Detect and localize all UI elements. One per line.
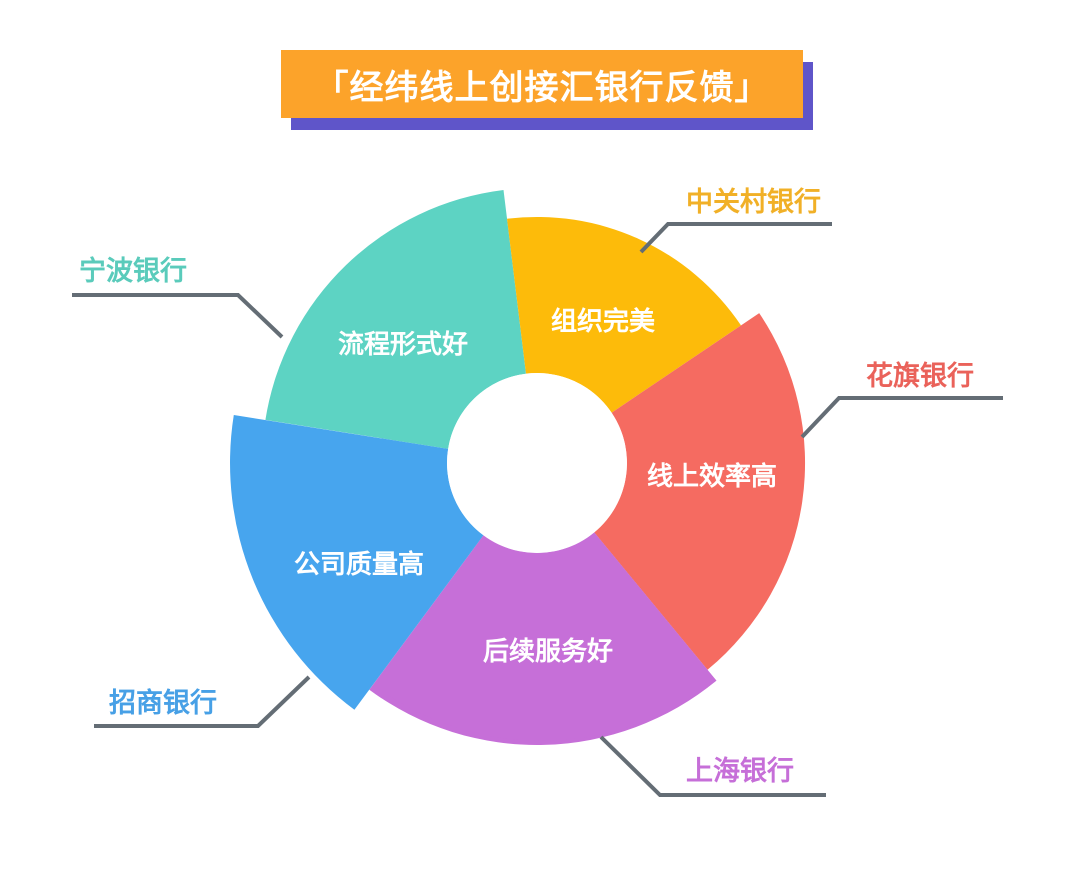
leader-line-zhongguancun <box>639 222 832 254</box>
bank-label-shanghai: 上海银行 <box>686 755 794 787</box>
segment-label-citi: 线上效率高 <box>647 461 777 492</box>
segment-ningbo <box>265 190 526 449</box>
chart-title: 「经纬线上创接汇银行反馈」 <box>314 67 770 108</box>
segment-label-zhaoshang: 公司质量高 <box>294 549 424 580</box>
bank-label-zhaoshang: 招商银行 <box>109 687 217 719</box>
segment-shanghai-overlay <box>375 532 717 741</box>
donut-hole <box>447 373 627 553</box>
segment-label-zhongguancun: 组织完美 <box>551 306 655 337</box>
leader-line-shanghai <box>599 735 826 797</box>
bank-label-ningbo: 宁波银行 <box>79 255 187 287</box>
leader-line-ningbo <box>72 293 284 339</box>
leader-line-citi <box>800 396 1003 439</box>
bank-label-citi: 花旗银行 <box>866 360 974 392</box>
segment-citi <box>594 313 806 670</box>
segment-label-ningbo: 流程形式好 <box>338 330 468 360</box>
chart-title-banner: 「经纬线上创接汇银行反馈」 <box>281 50 813 130</box>
segment-label-shanghai: 后续服务好 <box>483 636 613 667</box>
leader-line-zhaoshang <box>94 675 311 728</box>
title-box: 「经纬线上创接汇银行反馈」 <box>281 50 803 118</box>
segment-zhongguancun <box>507 216 741 413</box>
segment-zhaoshang <box>230 415 484 710</box>
bank-label-zhongguancun: 中关村银行 <box>686 186 821 218</box>
